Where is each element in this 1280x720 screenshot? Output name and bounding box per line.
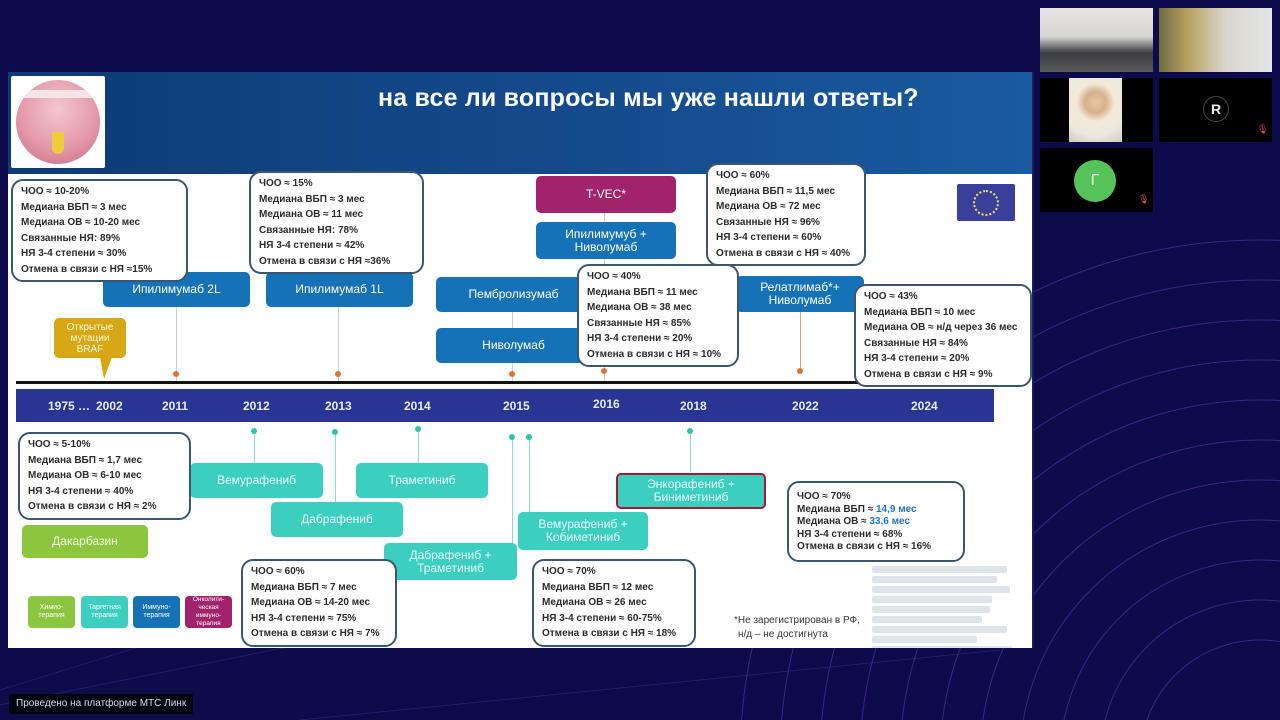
drug-nivolumab: Ниволумаб (436, 328, 591, 363)
year-label: 2013 (325, 399, 352, 413)
timeline-dot (173, 371, 179, 377)
drug-pembrolizumab: Пембролизумаб (436, 277, 591, 312)
video-tile-participant-1[interactable] (1040, 8, 1153, 72)
timeline-dot (687, 428, 693, 434)
platform-badge: Проведено на платформе МТС Линк (9, 694, 194, 714)
slide-edge (1032, 72, 1034, 648)
connector (800, 312, 801, 374)
timeline-dot (415, 426, 421, 432)
connector (335, 432, 336, 504)
stats-bubble-pembrolizumab: ЧОО ≈ 40% Медиана ВБП ≈ 11 мес Медиана О… (577, 264, 739, 367)
slide-title: на все ли вопросы мы уже нашли ответы? (378, 84, 919, 112)
drug-relatlimab-nivolumab: Релатлимаб*+ Ниволумаб (736, 276, 864, 312)
year-label: 2002 (96, 399, 123, 413)
timeline-axis (16, 381, 998, 384)
drug-trametinib: Траметиниб (356, 463, 488, 498)
participant-video (1069, 78, 1122, 142)
year-label: 2015 (503, 399, 530, 413)
connector (176, 302, 177, 382)
highlighted-pfs-value: 14,9 мес (875, 503, 917, 515)
drug-dabrafenib: Дабрафениб (271, 502, 403, 537)
year-label: 2011 (162, 399, 189, 413)
callout-tail (100, 357, 112, 379)
connector (338, 302, 339, 382)
stats-bubble-dacarbazine: ЧОО ≈ 5-10% Медиана ВБП ≈ 1,7 мес Медиан… (18, 432, 191, 520)
connector (512, 438, 513, 544)
video-tile-participant-4[interactable]: R 🎙 (1159, 78, 1272, 142)
stats-bubble-ipilimumab-2l: ЧОО ≈ 10-20% Медиана ВБП ≈ 3 мес Медиана… (11, 179, 188, 282)
connector (690, 432, 691, 472)
timeline-dot (601, 368, 607, 374)
footnote: *Не зарегистрирован в РФ, н/д – не дости… (734, 615, 860, 640)
braf-discovery-callout: Открытые мутации BRAF (54, 318, 126, 358)
year-label: 2012 (243, 399, 270, 413)
drug-encorafenib-binimetinib: Энкорафениб + Биниметиниб (616, 473, 766, 509)
drug-tvec: T-VEC* (536, 176, 676, 213)
year-label: 2016 (593, 397, 620, 411)
stats-bubble-vemurafenib-cobimetinib: ЧОО ≈ 70% Медиана ВБП ≈ 12 мес Медиана О… (532, 559, 696, 647)
legend-immunotherapy: Иммуно-терапия (133, 596, 180, 628)
stats-bubble-ipilimumab-1l: ЧОО ≈ 15% Медиана ВБП ≈ 3 мес Медиана ОВ… (249, 171, 424, 274)
timeline-dot (509, 434, 515, 440)
stats-bubble-ipilimumab-nivolumab: ЧОО ≈ 60% Медиана ВБП ≈ 11,5 мес Медиана… (706, 163, 866, 266)
timeline-dot (251, 428, 257, 434)
drug-dacarbazine: Дакарбазин (22, 525, 148, 558)
presentation-slide: на все ли вопросы мы уже нашли ответы? 1… (8, 72, 1032, 648)
drug-ipilimumab-nivolumab: Ипилимумуб + Ниволумаб (536, 222, 676, 259)
connector (529, 438, 530, 514)
drug-ipilimumab-1l: Ипилимумаб 1L (266, 272, 413, 307)
legend-oncolytic-immunotherapy: Онколити-ческая иммуно-терапия (185, 596, 232, 628)
stats-bubble-encorafenib-binimetinib: ЧОО ≈ 70% Медиана ВБП ≈ 14,9 мес Медиана… (787, 481, 965, 562)
timeline-dot (335, 371, 341, 377)
year-label: 2018 (680, 399, 707, 413)
timeline-dot (332, 429, 338, 435)
connector (254, 432, 255, 464)
slide-header: на все ли вопросы мы уже нашли ответы? (8, 72, 1032, 174)
year-label: 2022 (792, 399, 819, 413)
year-label: 2024 (911, 399, 938, 413)
year-label: 2014 (404, 399, 431, 413)
stats-bubble-relatlimab-nivolumab: ЧОО ≈ 43% Медиана ВБП ≈ 10 мес Медиана О… (854, 284, 1032, 387)
eu-flag-icon (957, 184, 1015, 221)
mic-muted-icon: 🎙 (1257, 124, 1269, 134)
video-tile-participant-5[interactable]: Г 🎙 (1040, 148, 1153, 212)
video-tile-participant-3[interactable] (1040, 78, 1153, 142)
timeline-dot (509, 371, 515, 377)
references-block (872, 566, 1022, 648)
organization-logo-icon: R (1203, 96, 1229, 122)
drug-dabrafenib-trametinib: Дабрафениб + Траметиниб (384, 543, 517, 580)
timeline-dot (526, 434, 532, 440)
year-label: 1975 … (48, 399, 91, 413)
legend-targeted-therapy: Таргетная терапия (81, 596, 128, 628)
stats-bubble-dabrafenib: ЧОО ≈ 60% Медиана ВБП ≈ 7 мес Медиана ОВ… (241, 559, 397, 647)
drug-vemurafenib: Вемурафениб (190, 463, 323, 498)
connector (418, 430, 419, 464)
mic-muted-icon: 🎙 (1138, 194, 1150, 204)
drug-vemurafenib-cobimetinib: Вемурафениб + Кобиметиниб (518, 512, 648, 550)
year-bar: 1975 … 2002 2011 2012 2013 2014 2015 201… (16, 389, 994, 422)
timeline-dot (797, 368, 803, 374)
video-tile-participant-2[interactable] (1159, 8, 1272, 72)
highlighted-os-value: 33,6 мес (869, 516, 911, 527)
legend-chemotherapy: Химио-терапия (28, 596, 75, 628)
avatar: Г (1074, 160, 1116, 202)
skin-histology-image (11, 76, 105, 168)
